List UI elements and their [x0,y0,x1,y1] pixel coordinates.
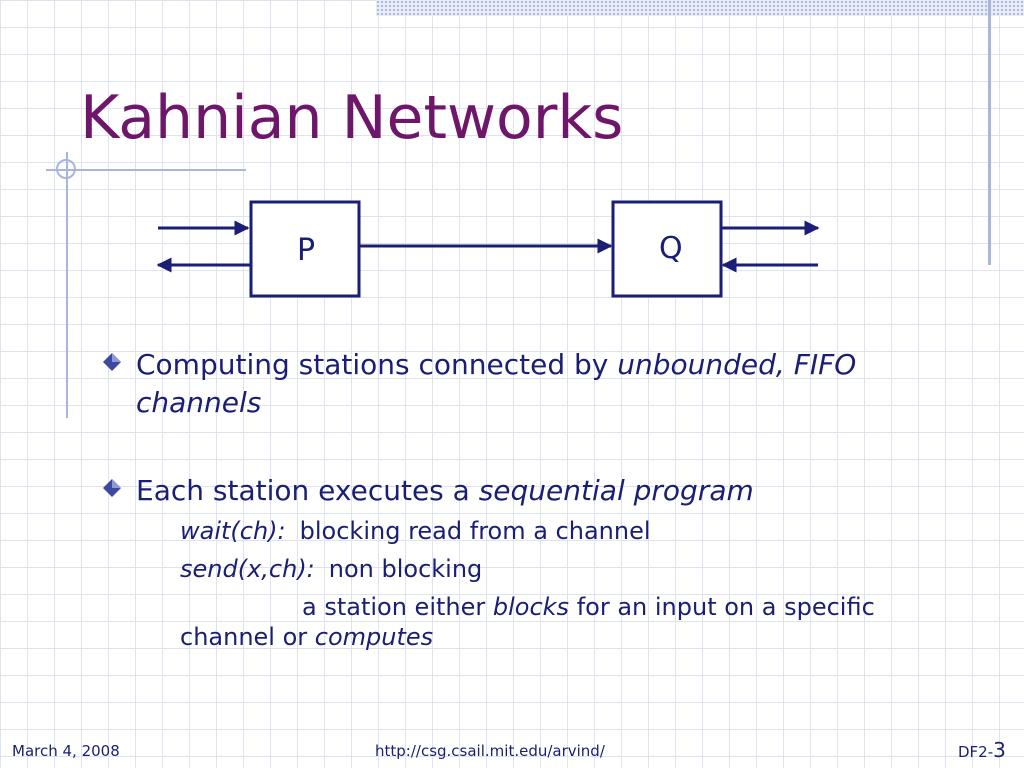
bullet-2-emphasis: sequential program [478,474,754,507]
wait-term: wait(ch): [180,517,286,545]
note-emphasis-computes: computes [314,623,434,651]
send-subitem: send(x,ch): non blocking [180,554,482,584]
network-diagram: P Q [156,200,820,298]
process-box-p [249,200,361,298]
send-description: non blocking [328,555,483,583]
send-term: send(x,ch): [180,555,315,583]
bullet-2-plain: Each station executes a [136,474,479,507]
bullet-item-1: Computing stations connected by unbounde… [100,346,940,422]
blocking-note: a station either blocks for an input on … [180,592,900,652]
title-vertical-rule [66,152,68,418]
footer-url: http://csg.csail.mit.edu/arvind/ [375,742,605,760]
slide-number-value: 3 [993,738,1006,762]
top-decorative-band [376,0,1024,16]
diamond-bullet-icon [103,479,121,497]
wait-description: blocking read from a channel [299,517,651,545]
box-q-label: Q [659,231,683,266]
footer-date: March 4, 2008 [12,742,120,760]
diamond-bullet-icon [103,353,121,371]
wait-subitem: wait(ch): blocking read from a channel [180,516,651,546]
process-box-q [611,200,723,298]
bullet-2-text: Each station executes a sequential progr… [100,472,940,510]
note-text-2: for an input on a specific channel or [180,593,875,651]
note-emphasis-blocks: blocks [492,593,570,621]
bullet-item-2: Each station executes a sequential progr… [100,472,940,510]
bullet-1-text: Computing stations connected by unbounde… [100,346,940,422]
title-rule-circle [56,159,76,179]
right-decorative-bar [988,0,991,265]
slide-title: Kahnian Networks [80,83,624,153]
slide-number: DF2-3 [958,738,1006,762]
title-horizontal-rule [46,169,246,171]
note-text-1: a station either [302,593,493,621]
box-p-label: P [297,233,315,268]
bullet-1-emphasis: unbounded, FIFO channels [136,348,857,419]
slide-number-prefix: DF2- [958,743,994,761]
bullet-1-plain: Computing stations connected by [136,348,618,381]
